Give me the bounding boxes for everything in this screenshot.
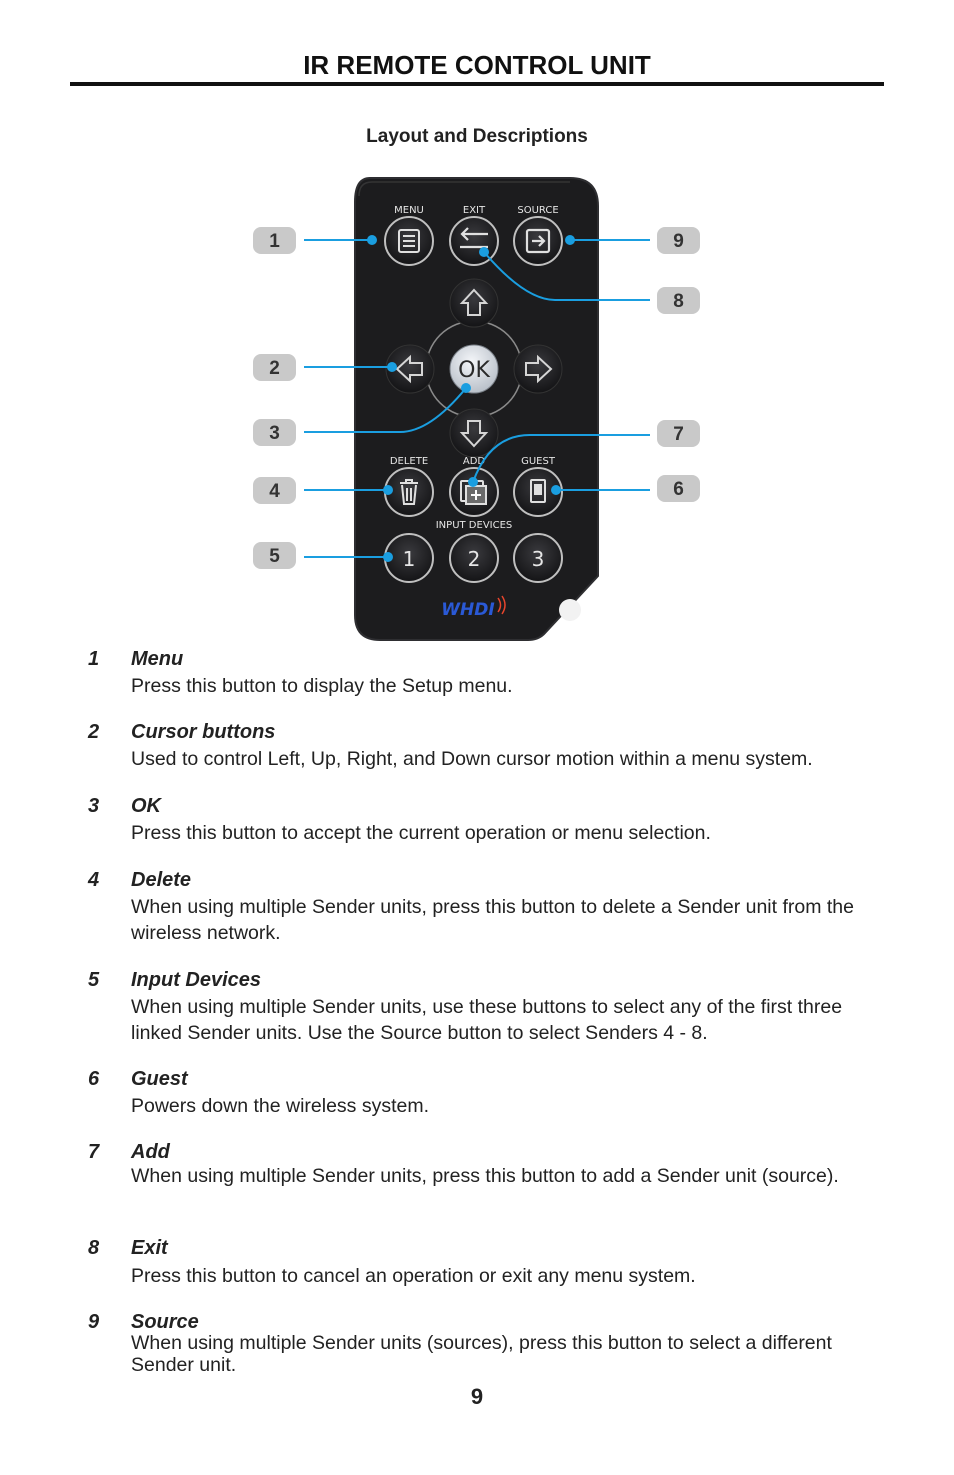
entry-description: When using multiple Sender units, press …	[131, 1165, 839, 1187]
exit-label: EXIT	[463, 205, 486, 216]
left-button[interactable]	[385, 344, 435, 394]
entry-number: 7	[88, 1141, 100, 1163]
up-button[interactable]	[449, 278, 499, 328]
entry-description: When using multiple Sender units, use th…	[131, 996, 843, 1044]
exit-button[interactable]	[449, 216, 499, 266]
entry-number: 5	[88, 969, 100, 991]
ok-label: OK	[458, 358, 490, 383]
entry-description: Powers down the wireless system.	[131, 1095, 430, 1117]
delete-button[interactable]	[384, 467, 434, 517]
entry-number: 8	[88, 1237, 100, 1259]
ok-button[interactable]: OK	[449, 344, 499, 394]
callout-9: 9	[657, 227, 700, 254]
entry-name: Source	[131, 1311, 199, 1333]
menu-button[interactable]	[384, 216, 434, 266]
title-rule	[70, 82, 884, 86]
svg-text:3: 3	[269, 423, 280, 444]
section-subtitle: Layout and Descriptions	[366, 126, 588, 147]
menu-icon	[398, 229, 420, 253]
svg-text:6: 6	[673, 479, 684, 500]
callout-6: 6	[657, 475, 700, 502]
svg-text:5: 5	[269, 546, 280, 567]
input-3-label: 3	[532, 547, 545, 571]
entry-number: 1	[88, 648, 100, 670]
callout-5: 5	[253, 542, 296, 569]
source-label: SOURCE	[517, 205, 558, 216]
entry-name: Cursor buttons	[131, 721, 276, 743]
entry-name: Exit	[131, 1237, 168, 1259]
callout-7: 7	[657, 420, 700, 447]
trash-icon	[400, 479, 418, 505]
entry-description: Press this button to cancel an operation…	[131, 1265, 696, 1287]
entry-description: Press this button to display the Setup m…	[131, 675, 513, 697]
delete-label: DELETE	[390, 456, 428, 467]
input-1-label: 1	[403, 547, 416, 571]
input-3-button[interactable]: 3	[513, 533, 563, 583]
whdi-logo: WHDI	[441, 600, 494, 620]
down-button[interactable]	[449, 408, 499, 458]
svg-text:8: 8	[673, 291, 684, 312]
svg-text:9: 9	[673, 231, 684, 252]
svg-text:1: 1	[269, 231, 280, 252]
callout-1: 1	[253, 227, 296, 254]
callout-2: 2	[253, 354, 296, 381]
entry-name: Add	[131, 1141, 170, 1163]
entry-name: Guest	[131, 1068, 188, 1090]
wireless-icon	[497, 595, 506, 615]
callout-8: 8	[657, 287, 700, 314]
entry-description: When using multiple Sender units, press …	[131, 896, 854, 944]
input-devices-label: INPUT DEVICES	[436, 520, 513, 531]
source-button[interactable]	[513, 216, 563, 266]
menu-label: MENU	[394, 205, 424, 216]
keyring-hole	[559, 599, 581, 621]
entry-name: Input Devices	[131, 969, 262, 991]
callout-3: 3	[253, 419, 296, 446]
source-icon	[525, 228, 551, 254]
svg-text:7: 7	[673, 424, 684, 445]
add-label: ADD	[463, 456, 486, 467]
entry-number: 6	[88, 1068, 100, 1090]
input-2-label: 2	[468, 547, 481, 571]
guest-button[interactable]	[513, 467, 563, 517]
page-title: IR REMOTE CONTROL UNIT	[303, 50, 651, 80]
entry-name: Delete	[131, 869, 192, 891]
svg-text:4: 4	[269, 481, 280, 502]
leader-lines	[304, 235, 650, 562]
right-button[interactable]	[513, 344, 563, 394]
svg-text:2: 2	[269, 358, 280, 379]
entry-description: Press this button to accept the current …	[131, 822, 711, 844]
arrow-down-icon	[459, 420, 489, 448]
entry-description: When using multiple Sender units (source…	[131, 1332, 832, 1376]
guest-label: GUEST	[521, 456, 556, 467]
remote-diagram: MENU EXIT SOURCE	[253, 177, 700, 641]
guest-device-icon	[530, 479, 546, 503]
arrow-right-icon	[525, 354, 553, 384]
entry-name: OK	[131, 795, 161, 817]
exit-arrow-icon	[460, 227, 488, 249]
entry-name: Menu	[131, 648, 184, 670]
arrow-left-icon	[395, 354, 423, 384]
entry-number: 4	[88, 869, 100, 891]
entry-number: 3	[88, 795, 100, 817]
input-2-button[interactable]: 2	[449, 533, 499, 583]
arrow-up-icon	[459, 288, 489, 316]
page-number: 9	[470, 1384, 484, 1409]
callout-4: 4	[253, 477, 296, 504]
entry-description: Used to control Left, Up, Right, and Dow…	[131, 748, 813, 770]
add-button[interactable]	[449, 467, 499, 517]
entry-number: 2	[88, 721, 100, 743]
entry-number: 9	[88, 1311, 100, 1333]
